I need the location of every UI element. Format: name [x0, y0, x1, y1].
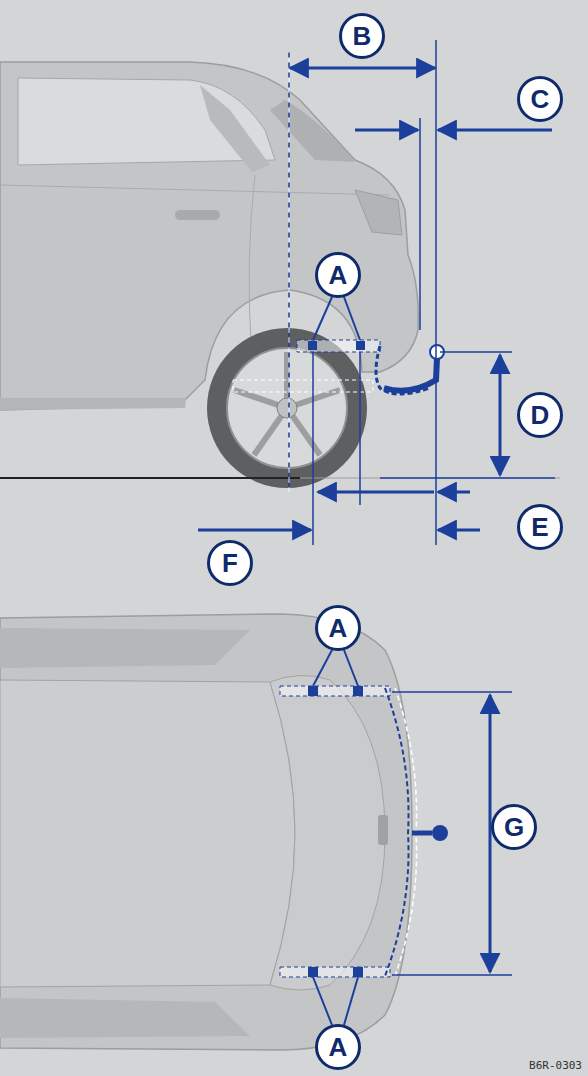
callout-circle: F [207, 540, 253, 586]
callout-letter: C [531, 86, 550, 112]
callout-circle: E [517, 504, 563, 550]
callout-circle: A [315, 252, 361, 298]
figure-code: B6R-0303 [527, 1059, 584, 1072]
callout-circle: A [315, 605, 361, 651]
callout-letter: D [531, 402, 550, 428]
callout-letter: A [329, 615, 348, 641]
callout-circle: C [517, 76, 563, 122]
callout-letter: E [531, 514, 548, 540]
callout-circle: D [517, 392, 563, 438]
callout-circle: A [315, 1024, 361, 1070]
callout-letter: F [222, 550, 238, 576]
callout-letter: A [329, 1034, 348, 1060]
callout-letter: A [329, 262, 348, 288]
callout-circle: B [339, 13, 385, 59]
callout-letter: G [504, 814, 524, 840]
callout-circle: G [491, 804, 537, 850]
callout-letter: B [353, 23, 372, 49]
